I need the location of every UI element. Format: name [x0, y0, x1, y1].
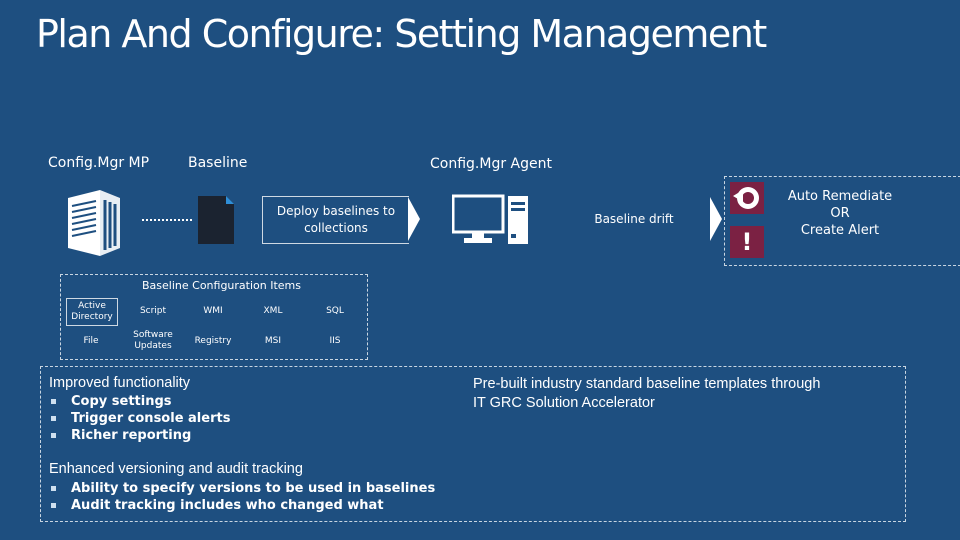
remediate-tile [730, 182, 764, 214]
outcome-line-1: Auto Remediate [787, 189, 893, 204]
exclamation-icon: ! [741, 228, 753, 256]
config-grid: Active Directory Script WMI XML SQL File… [64, 296, 364, 356]
drift-arrow-tip [710, 197, 722, 241]
config-item: Registry [188, 328, 238, 354]
config-item: SQL [310, 298, 360, 324]
agent-label: Config.Mgr Agent [430, 156, 552, 172]
outcome-line-2: OR [830, 206, 850, 221]
outcome-text: Auto Remediate OR Create Alert [780, 188, 900, 239]
improved-list: Copy settings Trigger console alerts Ric… [49, 393, 230, 444]
deploy-text: Deploy baselines to collections [262, 196, 409, 244]
outcome-box [724, 176, 960, 266]
deploy-arrow-tip [408, 197, 420, 241]
server-icon [68, 190, 120, 256]
config-item: IIS [310, 328, 360, 354]
templates-text: Pre-built industry standard baseline tem… [473, 376, 821, 411]
config-item: Active Directory [66, 298, 118, 326]
config-item: WMI [188, 298, 238, 324]
config-item: XML [248, 298, 298, 324]
improved-heading: Improved functionality [49, 375, 191, 391]
list-item: Richer reporting [49, 427, 230, 444]
config-items-title: Baseline Configuration Items [142, 279, 302, 292]
config-item: Script [128, 298, 178, 324]
config-item: MSI [248, 328, 298, 354]
mp-baseline-connector [142, 219, 192, 221]
alert-tile: ! [730, 226, 764, 258]
refresh-icon [733, 187, 759, 209]
versioning-list: Ability to specify versions to be used i… [49, 480, 435, 514]
outcome-line-3: Create Alert [800, 223, 880, 238]
drift-chevron [558, 196, 710, 242]
computer-icon [452, 194, 528, 244]
document-icon [198, 196, 234, 244]
config-item: File [66, 328, 116, 354]
versioning-heading: Enhanced versioning and audit tracking [49, 461, 303, 477]
drift-text: Baseline drift [558, 196, 710, 242]
list-item: Ability to specify versions to be used i… [49, 480, 435, 497]
page-title: Plan And Configure: Setting Management [36, 12, 767, 56]
list-item: Trigger console alerts [49, 410, 230, 427]
list-item: Copy settings [49, 393, 230, 410]
details-panel [40, 366, 906, 522]
list-item: Audit tracking includes who changed what [49, 497, 435, 514]
config-items-box [60, 274, 368, 360]
mp-label: Config.Mgr MP [48, 155, 150, 171]
config-item: Software Updates [128, 328, 178, 354]
baseline-label: Baseline [188, 155, 248, 171]
deploy-chevron: Deploy baselines to collections [262, 196, 409, 244]
